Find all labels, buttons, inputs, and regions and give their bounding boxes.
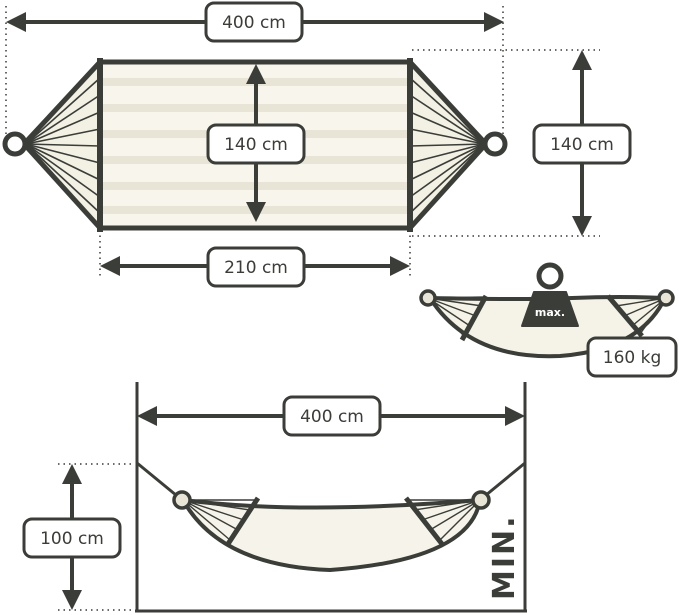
min-span-label: 400 cm (282, 395, 382, 437)
side-width-text: 140 cm (550, 135, 614, 155)
bed-length-text: 210 cm (224, 258, 288, 278)
min-right-cords (408, 499, 481, 541)
weight-icon: max. (521, 262, 579, 327)
top-length-label: 400 cm (204, 1, 304, 43)
min-left-cords (182, 499, 256, 541)
min-span-text: 400 cm (300, 407, 364, 427)
min-height-label: 100 cm (22, 517, 122, 559)
min-label: MIN. (487, 514, 522, 600)
bed-length-label: 210 cm (206, 246, 306, 288)
right-spreader-cords (407, 59, 489, 231)
min-right-ring (471, 490, 491, 510)
max-right-ring (657, 289, 675, 307)
flat-hammock: 400 cm 140 cm 140 cm 210 cm (2, 1, 632, 288)
max-left-ring (419, 289, 437, 307)
left-spreader-cords (21, 59, 103, 231)
left-hanging-ring (2, 131, 28, 157)
right-hanging-ring (482, 131, 508, 157)
max-load-text: 160 kg (603, 348, 662, 368)
bed-width-text: 140 cm (224, 135, 288, 155)
top-length-text: 400 cm (222, 13, 286, 33)
max-load-illustration: max. 160 kg (419, 262, 678, 378)
side-width-label: 140 cm (532, 123, 632, 165)
min-hanging-illustration: 400 cm 100 cm MIN. (22, 382, 527, 613)
min-height-text: 100 cm (40, 529, 104, 549)
min-left-ring (172, 490, 192, 510)
max-load-label: 160 kg (586, 336, 678, 378)
bed-width-label: 140 cm (206, 123, 306, 165)
weight-tag-text: max. (535, 306, 565, 319)
